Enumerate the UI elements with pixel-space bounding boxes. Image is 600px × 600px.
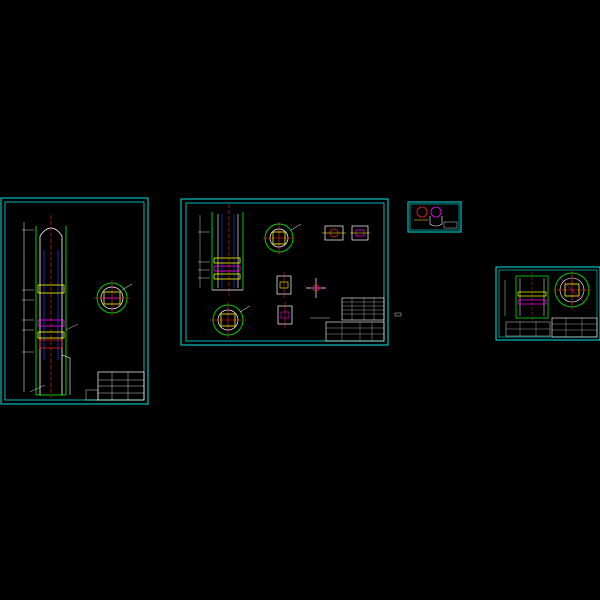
sheet-1-inner-border bbox=[4, 201, 145, 401]
sheet-4[interactable] bbox=[495, 266, 600, 341]
sheet-4-inner-border bbox=[498, 269, 598, 338]
sheet-2-detail-a bbox=[322, 225, 346, 241]
sheet-2-round-section-lower bbox=[210, 302, 251, 338]
sheet-1-title-block bbox=[85, 371, 145, 401]
sheet-2-round-section-upper bbox=[263, 222, 302, 254]
sheet-3-outer-border bbox=[407, 201, 462, 233]
sheet-1-tower-elevation bbox=[22, 215, 79, 398]
sheet-1[interactable] bbox=[0, 197, 149, 405]
sheet-2-material-table bbox=[341, 297, 385, 321]
sheet-4-outer-border bbox=[495, 266, 600, 341]
sheet-2-detail-e bbox=[306, 278, 330, 319]
sheet-2-elevation bbox=[198, 204, 244, 296]
sheet-4-title-block bbox=[505, 317, 598, 338]
sheet-4-elevation bbox=[504, 272, 549, 322]
sheet-2-detail-d bbox=[277, 302, 293, 328]
sheet-4-round-section bbox=[553, 271, 591, 309]
sheet-2-detail-c bbox=[276, 272, 292, 298]
sheet-2-inner-border bbox=[185, 202, 385, 342]
sheet-1-round-section bbox=[94, 280, 133, 316]
stray-mark bbox=[394, 312, 402, 317]
sheet-2-detail-b bbox=[350, 225, 370, 241]
sheet-3[interactable] bbox=[407, 201, 462, 233]
sheet-2[interactable] bbox=[180, 198, 402, 346]
sheet-2-title-block bbox=[325, 321, 385, 342]
sheet-1-outer-border bbox=[0, 197, 149, 405]
sheet-3-inner-border bbox=[409, 203, 460, 231]
sheet-3-detail bbox=[414, 206, 458, 229]
sheet-2-outer-border bbox=[180, 198, 389, 346]
